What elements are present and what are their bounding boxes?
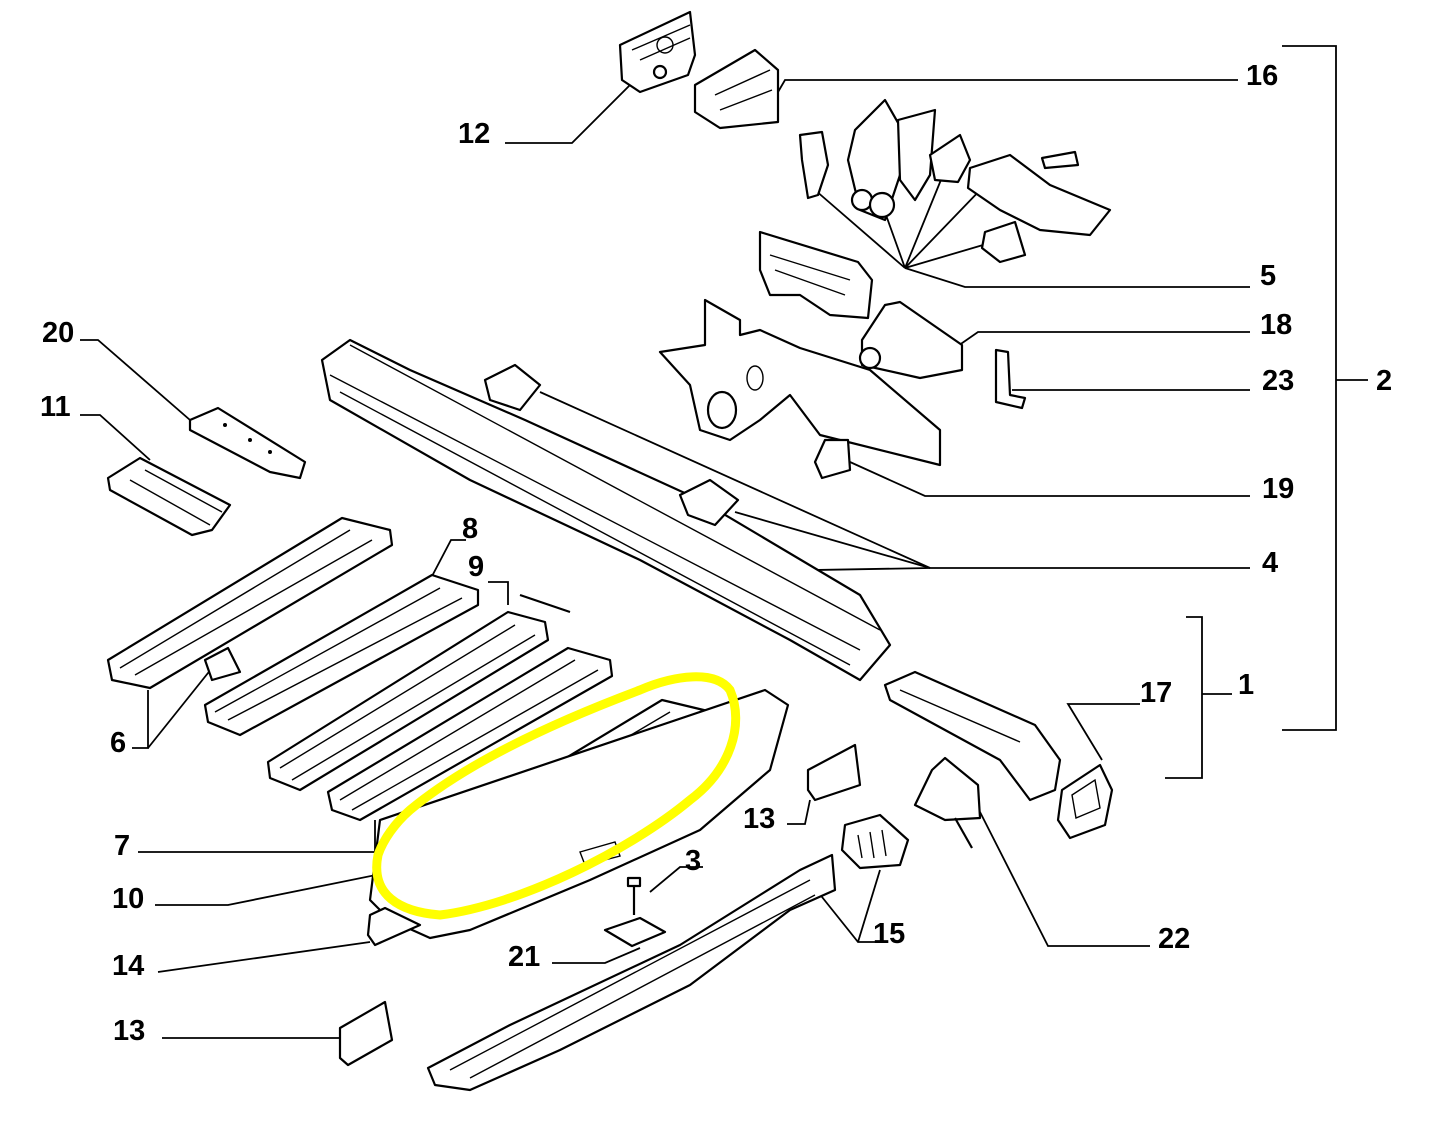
callout-17: 17 [1140, 677, 1172, 709]
callout-19: 19 [1262, 473, 1294, 505]
part-13-upper [806, 743, 862, 802]
part-19-bracket [813, 438, 852, 480]
callout-14: 14 [112, 950, 144, 982]
callout-5: 5 [1260, 260, 1276, 292]
part-9b-member [326, 646, 614, 822]
wheel-arch-panel [658, 298, 942, 467]
part-11-bracket [106, 456, 232, 537]
part-22-bracket [913, 756, 982, 849]
callout-2: 2 [1376, 365, 1392, 397]
callout-7: 7 [114, 830, 130, 862]
part-17-gasket [1056, 763, 1114, 840]
rear-sill-member [426, 853, 837, 1092]
part-20-bracket [188, 406, 307, 480]
callout-15: 15 [873, 918, 905, 950]
callout-16: 16 [1246, 60, 1278, 92]
callout-1: 1 [1238, 669, 1254, 701]
part-8-member [203, 573, 480, 737]
callout-6: 6 [110, 727, 126, 759]
part-15-pieces [840, 813, 910, 870]
callout-23: 23 [1262, 365, 1294, 397]
callout-11: 11 [40, 391, 71, 423]
callout-9: 9 [468, 551, 484, 583]
part-5-pieces [798, 98, 1112, 264]
callout-8: 8 [462, 513, 478, 545]
part-21-plate [603, 916, 667, 948]
callout-13-lower: 13 [113, 1015, 145, 1047]
parts [106, 10, 1114, 1092]
callout-labels: 1 2 3 4 5 6 7 8 9 10 11 12 13 13 14 15 1… [40, 60, 1392, 1047]
part-23-bracket [994, 348, 1027, 410]
part-13-lower [338, 1000, 394, 1067]
part-18-panel [758, 230, 964, 380]
part-1-member [883, 670, 1062, 802]
callout-22: 22 [1158, 923, 1190, 955]
part-4-rail [320, 338, 892, 682]
callout-10: 10 [112, 883, 144, 915]
callout-21: 21 [508, 941, 540, 973]
part-14-floor-pan [366, 688, 790, 947]
callout-18: 18 [1260, 309, 1292, 341]
part-6-member [106, 516, 394, 690]
part-12-bracket [618, 10, 697, 94]
part-16-bracket [693, 48, 780, 130]
part-9-member [266, 593, 571, 792]
callout-3: 3 [685, 845, 701, 877]
callout-4: 4 [1262, 547, 1278, 579]
callout-20: 20 [42, 317, 74, 349]
highlight-outline [372, 672, 741, 920]
callout-12: 12 [458, 118, 490, 150]
part-3-bolt [626, 876, 642, 915]
callout-13-upper: 13 [743, 803, 775, 835]
